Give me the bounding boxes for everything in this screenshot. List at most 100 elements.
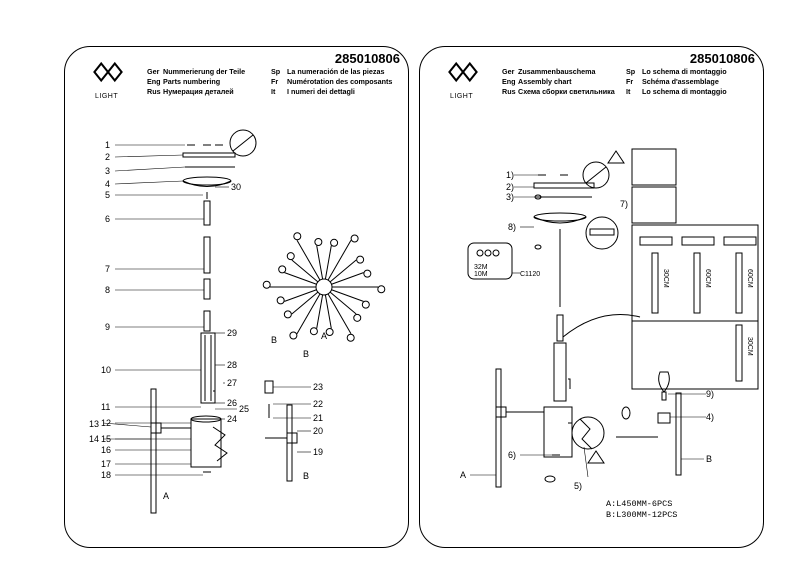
star-arm <box>329 259 357 283</box>
arm-mark-a: A <box>163 491 169 501</box>
brand-logo-icon <box>93 61 123 83</box>
arm-mark-a: A <box>460 470 466 480</box>
star-arm <box>327 239 352 281</box>
part-label-18: 18 <box>101 470 111 480</box>
part-label-7: 7 <box>105 264 110 274</box>
step-label-7: 7) <box>620 199 628 209</box>
screw-label-c1120: C1120 <box>520 271 540 278</box>
star-arm <box>324 294 332 329</box>
length-label-4: 30CM <box>746 337 753 356</box>
part-label-22: 22 <box>313 399 323 409</box>
length-label-3: 60CM <box>746 269 753 288</box>
step-label-1: 1) <box>506 170 514 180</box>
part-label-12: 12 <box>101 418 111 428</box>
part-label-13: 13 <box>89 419 99 429</box>
star-arm <box>329 291 357 315</box>
parts-diagram: 1 2 3 4 5 6 7 8 9 10 11 12 13 14 15 16 1… <box>89 129 386 514</box>
part-label-3: 3 <box>105 166 110 176</box>
arm-mark-b: B <box>303 471 309 481</box>
star-bulb <box>350 234 359 243</box>
step-label-3: 3) <box>506 192 514 202</box>
part-label-5: 5 <box>105 190 110 200</box>
part-label-8: 8 <box>105 285 110 295</box>
star-arm <box>291 259 319 283</box>
star-arm <box>296 239 321 281</box>
screw-label-10m: 10M <box>474 271 488 278</box>
star-bulb <box>346 333 355 342</box>
step-label-5: 5) <box>574 481 582 491</box>
star-arm <box>331 289 364 302</box>
part-label-19: 19 <box>313 447 323 457</box>
step-label-8: 8) <box>508 222 516 232</box>
part-label-1: 1 <box>105 140 110 150</box>
star-arm <box>284 272 317 285</box>
star-mark-b2: B <box>303 349 309 359</box>
arm-spec-b: B:L300MM-12PCS <box>606 510 678 520</box>
part-label-21: 21 <box>313 413 323 423</box>
header-languages-left: Ger Zusammenbauschema Eng Assembly chart… <box>502 67 615 96</box>
step-label-6: 6) <box>508 450 516 460</box>
star-bulb <box>356 255 365 264</box>
part-label-20: 20 <box>313 426 323 436</box>
part-label-11: 11 <box>101 402 110 412</box>
part-label-2: 2 <box>105 152 110 162</box>
star-mark-a: A <box>321 331 327 341</box>
part-label-23: 23 <box>313 382 323 392</box>
star-bulb <box>276 296 285 305</box>
arm-mark-b: B <box>706 454 712 464</box>
arm-spec-list: A:L450MM-6PCS B:L300MM-12PCS <box>606 499 677 521</box>
length-label-2: 60CM <box>704 269 711 288</box>
star-bulb <box>353 313 362 322</box>
part-label-26: 26 <box>227 398 237 408</box>
star-arm <box>331 272 364 285</box>
star-bulb <box>361 300 370 309</box>
star-mark-b1: B <box>271 335 277 345</box>
brand-logo-icon <box>448 61 478 83</box>
star-arm <box>296 293 321 335</box>
part-label-4: 4 <box>105 179 110 189</box>
brand-logo-text: LIGHT <box>95 93 119 100</box>
star-bulb <box>286 252 295 261</box>
step-label-2: 2) <box>506 182 514 192</box>
star-bulb <box>314 237 323 246</box>
step-label-4: 4) <box>706 412 714 422</box>
star-bulb <box>283 310 292 319</box>
part-label-29: 29 <box>227 328 237 338</box>
part-label-24: 24 <box>227 414 237 424</box>
part-label-14: 14 <box>89 434 99 444</box>
step-label-9: 9) <box>706 389 714 399</box>
star-arm <box>324 245 332 280</box>
assembly-diagram: 1) 2) 3) 7) 8) 6) 5) 4) 9) A B 32M 10M C… <box>460 148 759 491</box>
assembly-chart-panel: LIGHT 285010806 Ger Zusammenbauschema En… <box>419 46 764 548</box>
star-bulb <box>293 232 302 241</box>
part-label-17: 17 <box>101 459 111 469</box>
part-label-15: 15 <box>101 434 111 444</box>
header-languages-left: Ger Nummerierung der Teile Eng Parts num… <box>147 67 246 96</box>
article-code: 285010806 <box>334 51 400 66</box>
star-arm <box>316 245 324 280</box>
brand-logo-text: LIGHT <box>450 93 474 100</box>
star-bulb <box>330 238 339 247</box>
part-label-27: 27 <box>227 378 237 388</box>
star-bulb <box>325 328 334 337</box>
part-label-9: 9 <box>105 322 110 332</box>
star-arm <box>284 289 317 302</box>
star-bulb <box>363 269 372 278</box>
part-label-28: 28 <box>227 360 237 370</box>
part-label-30: 30 <box>231 182 241 192</box>
star-arm <box>327 293 352 335</box>
parts-numbering-panel: LIGHT 285010806 Ger Nummerierung der Tei… <box>64 46 409 548</box>
star-arm <box>291 291 319 315</box>
length-label-1: 30CM <box>662 269 669 288</box>
star-bulb <box>262 280 271 289</box>
part-label-25: 25 <box>239 404 249 414</box>
article-code: 285010806 <box>689 51 755 66</box>
part-label-6: 6 <box>105 214 110 224</box>
star-bulb <box>289 331 298 340</box>
part-label-16: 16 <box>101 445 111 455</box>
star-bulb <box>377 285 386 294</box>
header-languages-right: Sp Lo schema di montaggio Fr Schéma d'as… <box>626 67 727 96</box>
star-arm <box>316 294 324 329</box>
part-label-10: 10 <box>101 365 111 375</box>
arm-spec-a: A:L450MM-6PCS <box>606 499 673 509</box>
